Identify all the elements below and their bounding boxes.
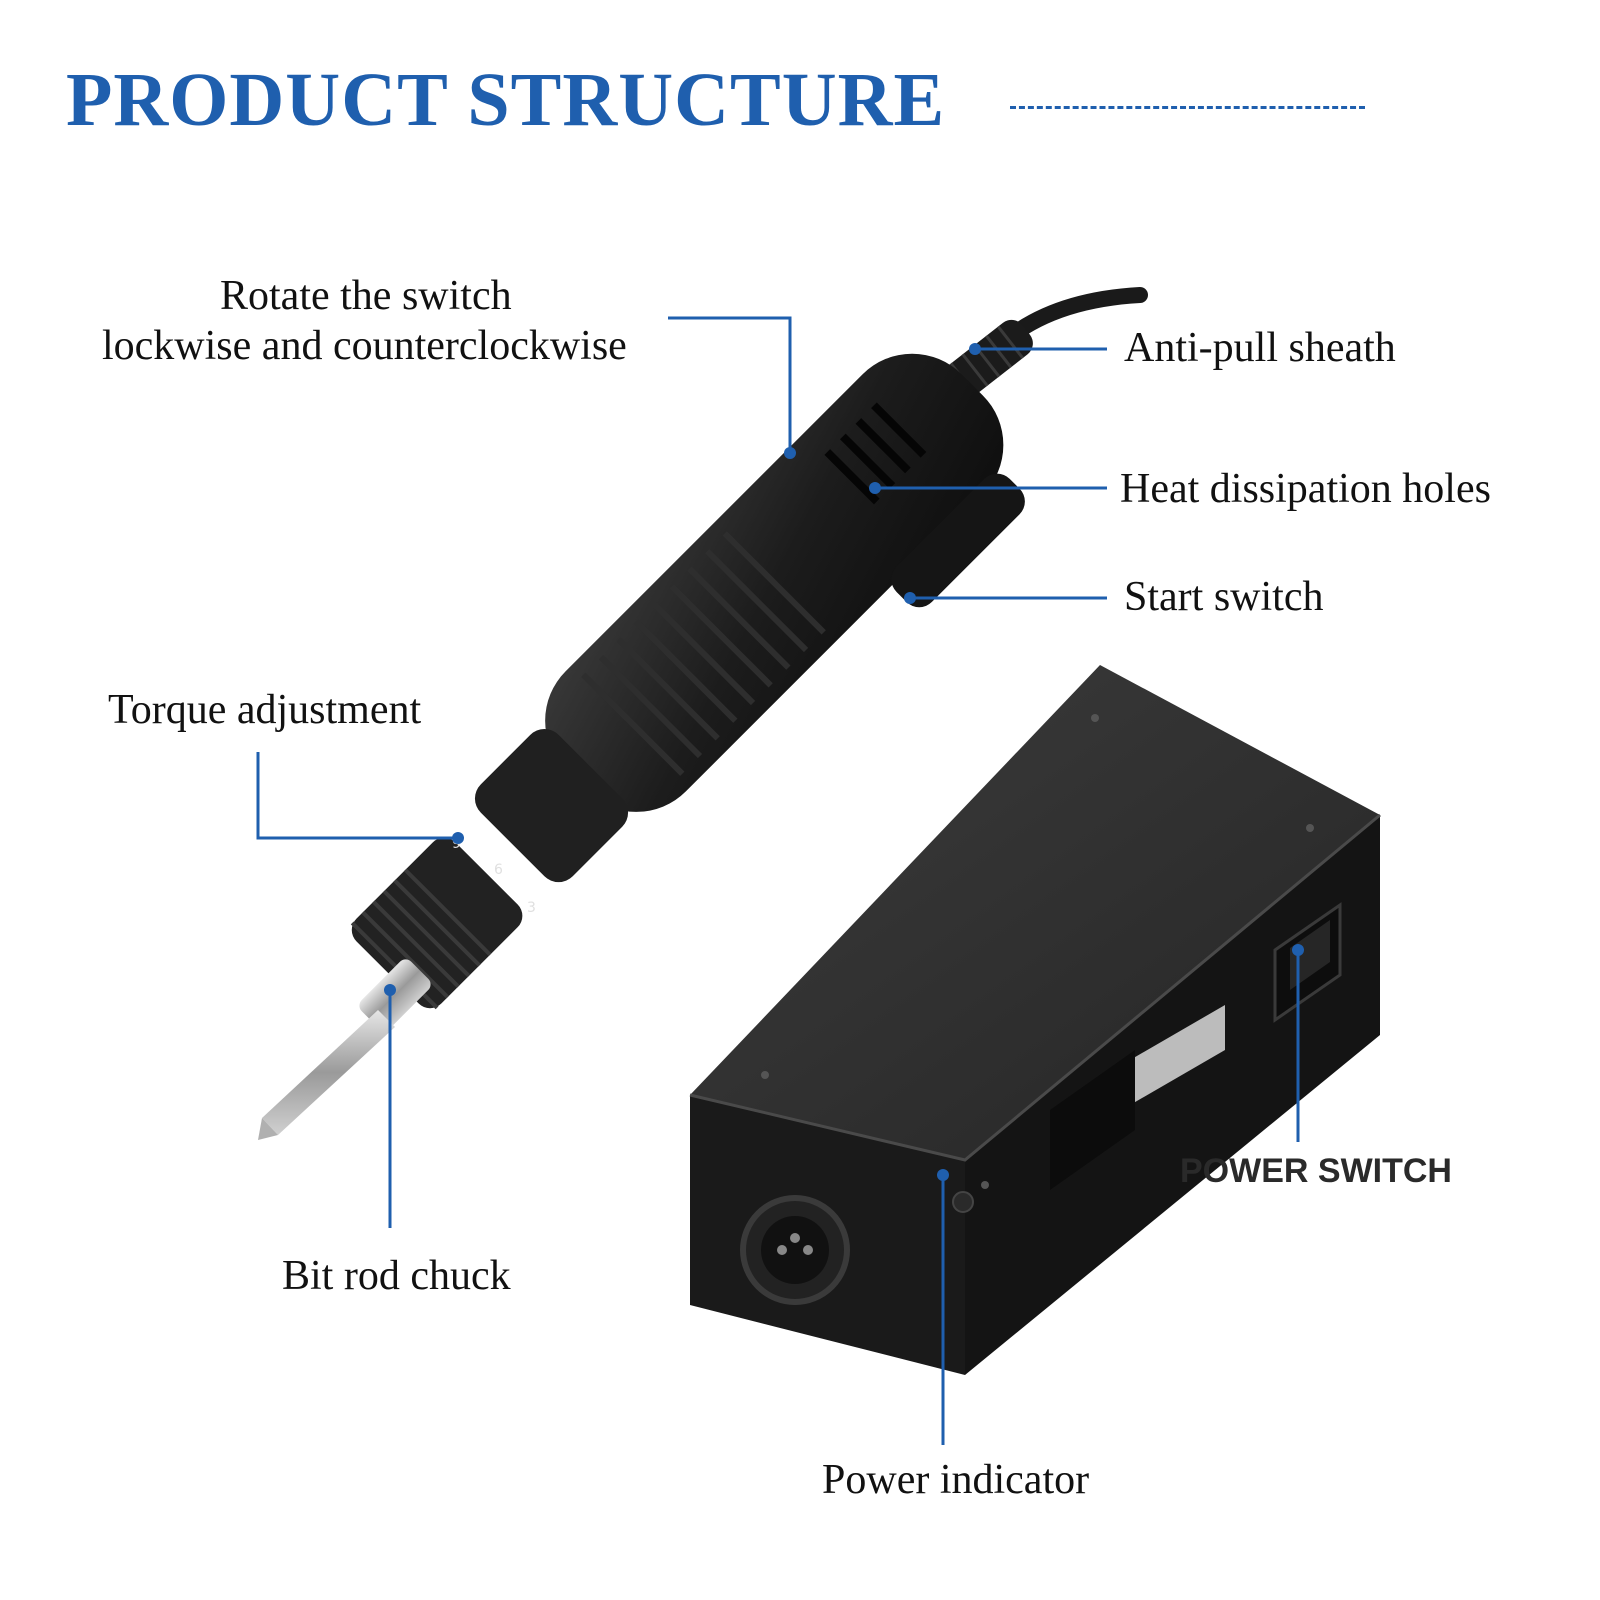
- label-rotate-switch-line1: Rotate the switch: [220, 273, 512, 319]
- label-power-switch: POWER SWITCH: [1180, 1152, 1452, 1190]
- leader-rotate-switch: [668, 316, 792, 453]
- label-anti-pull-sheath: Anti-pull sheath: [1124, 325, 1396, 371]
- leader-lines: [256, 316, 1300, 1445]
- title-dashed-rule: [1010, 106, 1365, 109]
- leader-dots: [384, 343, 1304, 1181]
- torque-mark-9: 9: [452, 836, 461, 852]
- leader-torque-adjustment: [256, 752, 458, 840]
- torque-mark-6: 6: [494, 862, 503, 878]
- electric-screwdriver-icon: [258, 287, 1148, 1140]
- power-indicator-led: [952, 1191, 974, 1213]
- label-heat-dissipation-holes: Heat dissipation holes: [1120, 466, 1491, 512]
- label-torque-adjustment: Torque adjustment: [108, 687, 422, 733]
- label-power-indicator: Power indicator: [822, 1457, 1090, 1503]
- page-title: PRODUCT STRUCTURE: [66, 58, 946, 142]
- label-rotate-switch-line2: lockwise and counterclockwise: [102, 323, 627, 369]
- torque-mark-3: 3: [527, 900, 536, 916]
- label-bit-rod-chuck: Bit rod chuck: [282, 1253, 511, 1299]
- power-controller-box-icon: [689, 665, 1381, 1375]
- label-start-switch: Start switch: [1124, 574, 1324, 620]
